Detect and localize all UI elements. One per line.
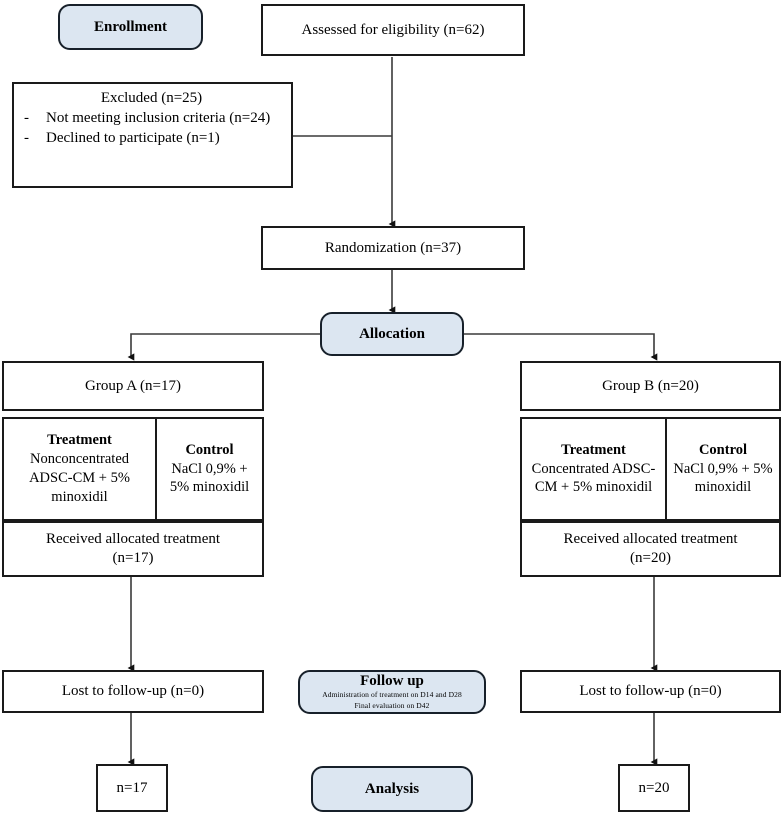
assessed-for-eligibility-label: Assessed for eligibility (n=62) bbox=[301, 21, 485, 38]
group-b-treatment-control-box: Treatment Concentrated ADSC-CM + 5% mino… bbox=[520, 417, 781, 521]
group-b-received-box: Received allocated treatment (n=20) bbox=[520, 521, 781, 577]
excluded-dash: - bbox=[24, 129, 29, 146]
excluded-box: Excluded (n=25) - Not meeting inclusion … bbox=[12, 82, 293, 188]
excluded-heading: Excluded (n=25) bbox=[100, 90, 203, 106]
stage-enrollment-label: Enrollment bbox=[93, 18, 168, 35]
group-a-treatment-cell: Treatment Nonconcentrated ADSC-CM + 5% m… bbox=[4, 419, 155, 519]
group-b-lost-label: Lost to follow-up (n=0) bbox=[579, 683, 722, 700]
edge-allocation-to-group-a bbox=[127, 333, 320, 361]
group-b-received-line1: Received allocated treatment bbox=[563, 531, 738, 548]
group-b-treatment-cell: Treatment Concentrated ADSC-CM + 5% mino… bbox=[522, 419, 665, 519]
group-a-control-title: Control bbox=[185, 441, 234, 458]
group-b-received-line2: (n=20) bbox=[630, 550, 671, 566]
group-a-analyzed-box: n=17 bbox=[96, 764, 168, 812]
excluded-reason-label: Declined to participate (n=1) bbox=[46, 129, 220, 146]
group-a-lost-box: Lost to follow-up (n=0) bbox=[2, 670, 264, 713]
group-a-header-box: Group A (n=17) bbox=[2, 361, 264, 411]
stage-enrollment: Enrollment bbox=[58, 4, 203, 50]
stage-followup-line2: Final evaluation on D42 bbox=[354, 700, 430, 710]
excluded-reason-label: Not meeting inclusion criteria (n=24) bbox=[46, 109, 271, 126]
stage-followup: Follow up Administration of treatment on… bbox=[298, 670, 486, 714]
group-b-control-title: Control bbox=[698, 441, 748, 458]
excluded-reason-item: - Declined to participate (n=1) bbox=[20, 129, 283, 149]
group-a-received-box: Received allocated treatment (n=17) bbox=[2, 521, 264, 577]
group-b-header-box: Group B (n=20) bbox=[520, 361, 781, 411]
stage-allocation-label: Allocation bbox=[359, 325, 425, 342]
group-b-treatment-title: Treatment bbox=[561, 441, 626, 458]
group-b-control-detail: NaCl 0,9% + 5% minoxidil bbox=[673, 460, 773, 496]
group-b-lost-box: Lost to follow-up (n=0) bbox=[520, 670, 781, 713]
randomization-label: Randomization (n=37) bbox=[324, 239, 462, 256]
randomization-box: Randomization (n=37) bbox=[261, 226, 525, 270]
group-b-analyzed-label: n=20 bbox=[638, 779, 670, 796]
edge-allocation-to-group-b bbox=[464, 333, 658, 361]
group-a-received-line1: Received allocated treatment bbox=[45, 531, 221, 548]
group-a-control-cell: Control NaCl 0,9% + 5% minoxidil bbox=[155, 419, 262, 519]
group-b-control-cell: Control NaCl 0,9% + 5% minoxidil bbox=[665, 419, 779, 519]
group-a-lost-label: Lost to follow-up (n=0) bbox=[61, 683, 205, 700]
group-b-treatment-detail: Concentrated ADSC-CM + 5% minoxidil bbox=[531, 460, 656, 496]
stage-followup-title: Follow up bbox=[360, 673, 424, 690]
group-b-analyzed-box: n=20 bbox=[618, 764, 690, 812]
stage-followup-line1: Administration of treatment on D14 and D… bbox=[322, 690, 462, 700]
excluded-reason-item: - Not meeting inclusion criteria (n=24) bbox=[20, 109, 283, 129]
group-a-treatment-title: Treatment bbox=[47, 432, 112, 449]
group-a-control-detail: NaCl 0,9% + 5% minoxidil bbox=[169, 460, 250, 496]
assessed-for-eligibility-box: Assessed for eligibility (n=62) bbox=[261, 4, 525, 56]
excluded-dash: - bbox=[24, 109, 29, 126]
group-a-analyzed-label: n=17 bbox=[116, 779, 148, 796]
group-a-received-line2: (n=17) bbox=[112, 550, 154, 566]
group-a-treatment-detail: Nonconcentrated ADSC-CM + 5% minoxidil bbox=[29, 451, 130, 505]
group-a-header-label: Group A (n=17) bbox=[85, 377, 181, 394]
stage-allocation: Allocation bbox=[320, 312, 464, 356]
stage-analysis: Analysis bbox=[311, 766, 473, 812]
group-b-header-label: Group B (n=20) bbox=[602, 377, 699, 394]
excluded-reason-list: - Not meeting inclusion criteria (n=24) … bbox=[20, 109, 283, 149]
group-a-treatment-control-box: Treatment Nonconcentrated ADSC-CM + 5% m… bbox=[2, 417, 264, 521]
stage-analysis-label: Analysis bbox=[364, 780, 420, 797]
